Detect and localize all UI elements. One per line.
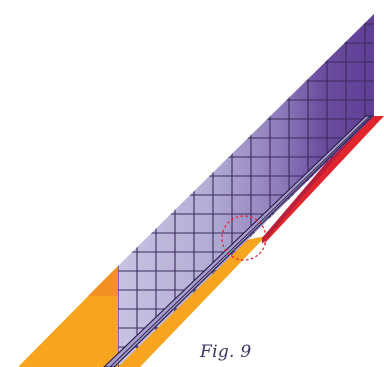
purple-gradient-panel <box>118 14 374 367</box>
red-band <box>264 116 384 244</box>
diagonal-strip-inner-line <box>109 115 371 367</box>
orange-dark-wedge <box>88 266 118 296</box>
highlight-circle <box>221 215 267 261</box>
red-band-edge <box>262 116 372 244</box>
figure-caption: Fig. 9 <box>200 342 252 362</box>
